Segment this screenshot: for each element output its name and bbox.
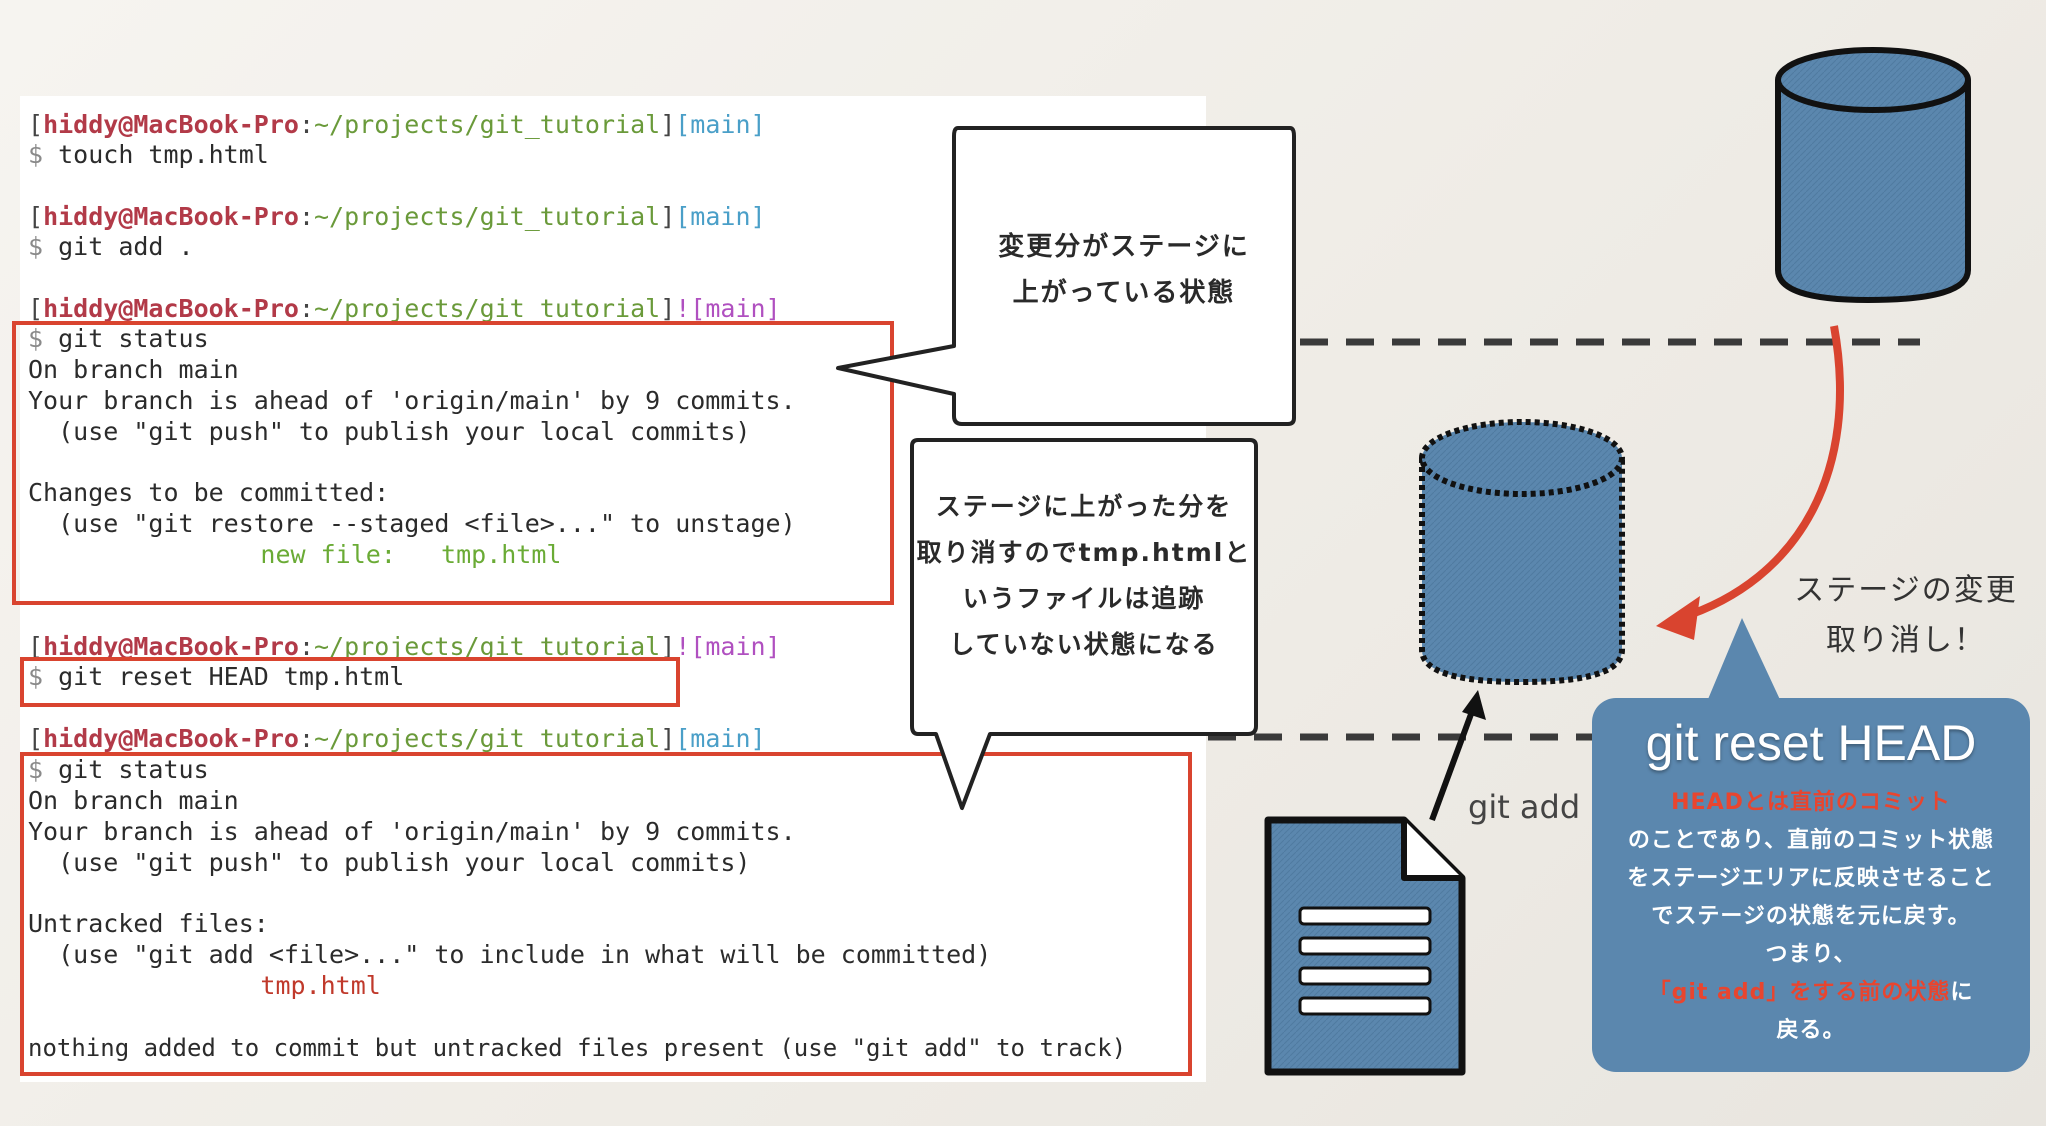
card-title: git reset HEAD bbox=[1645, 715, 1977, 771]
output-line: (use "git add <file>..." to include in w… bbox=[28, 940, 992, 969]
prompt-line: [hiddy@MacBook-Pro:~/projects/git_tutori… bbox=[28, 110, 766, 139]
card-line: のことであり、直前のコミット状態 bbox=[1627, 828, 1995, 853]
document-icon bbox=[1264, 816, 1466, 1076]
output-line: Your branch is ahead of 'origin/main' by… bbox=[28, 817, 796, 846]
reset-head-card: git reset HEAD HEADとは直前のコミット のことであり、直前のコ… bbox=[1592, 698, 2030, 1072]
repository-cylinder-icon bbox=[1775, 47, 1971, 304]
output-line: On branch main bbox=[28, 786, 239, 815]
card-line: 「git add」をする前の状態に bbox=[1648, 980, 1974, 1005]
card-pointer-icon bbox=[1706, 618, 1782, 704]
card-line: 戻る。 bbox=[1776, 1018, 1846, 1043]
reset-command-highlight bbox=[20, 657, 680, 707]
prompt-line: [hiddy@MacBook-Pro:~/projects/git_tutori… bbox=[28, 294, 781, 323]
untracked-file-line: tmp.html bbox=[140, 971, 381, 1000]
undo-label: ステージの変更 取り消し！ bbox=[1794, 573, 2018, 658]
bubble-unstaged-text: ステージに上がった分を 取り消すのでtmp.htmlと いうファイルは追跡 して… bbox=[916, 492, 1252, 659]
speech-bubble-unstaged bbox=[910, 438, 1258, 810]
output-line: Your branch is ahead of 'origin/main' by… bbox=[28, 386, 796, 415]
command-line: $ git status bbox=[28, 755, 209, 784]
prompt-line: [hiddy@MacBook-Pro:~/projects/git_tutori… bbox=[28, 632, 781, 661]
card-line: つまり、 bbox=[1765, 942, 1857, 967]
output-line: Changes to be committed: bbox=[28, 478, 390, 507]
stage-cylinder-icon bbox=[1419, 419, 1625, 686]
staged-status-highlight bbox=[12, 321, 894, 605]
command-line: $ git status bbox=[28, 324, 209, 353]
command-line: $ git reset HEAD tmp.html bbox=[28, 662, 405, 691]
output-line: Untracked files: bbox=[28, 909, 269, 938]
git-add-arrow-icon bbox=[1429, 690, 1486, 822]
command-line: $ touch tmp.html bbox=[28, 140, 269, 169]
unstaged-status-highlight bbox=[20, 752, 1192, 1076]
output-line: nothing added to commit but untracked fi… bbox=[28, 1034, 1127, 1062]
undo-arrow-icon bbox=[1678, 325, 1844, 622]
prompt-line: [hiddy@MacBook-Pro:~/projects/git_tutori… bbox=[28, 724, 766, 753]
undo-arrow-head-icon bbox=[1656, 596, 1700, 640]
command-line: $ git add . bbox=[28, 232, 194, 261]
speech-bubble-staged bbox=[836, 126, 1296, 426]
output-line: (use "git push" to publish your local co… bbox=[28, 417, 751, 446]
output-line: On branch main bbox=[28, 355, 239, 384]
card-line: をステージエリアに反映させること bbox=[1627, 866, 1995, 891]
staged-file-line: new file: tmp.html bbox=[140, 540, 562, 569]
git-add-label: git add bbox=[1468, 788, 1581, 826]
prompt-line: [hiddy@MacBook-Pro:~/projects/git_tutori… bbox=[28, 202, 766, 231]
card-line: でステージの状態を元に戻す。 bbox=[1651, 904, 1971, 929]
card-line: HEADとは直前のコミット bbox=[1671, 790, 1951, 815]
bubble-staged-text: 変更分がステージに 上がっている状態 bbox=[998, 232, 1250, 308]
output-line: (use "git restore --staged <file>..." to… bbox=[28, 509, 796, 538]
output-line: (use "git push" to publish your local co… bbox=[28, 848, 751, 877]
